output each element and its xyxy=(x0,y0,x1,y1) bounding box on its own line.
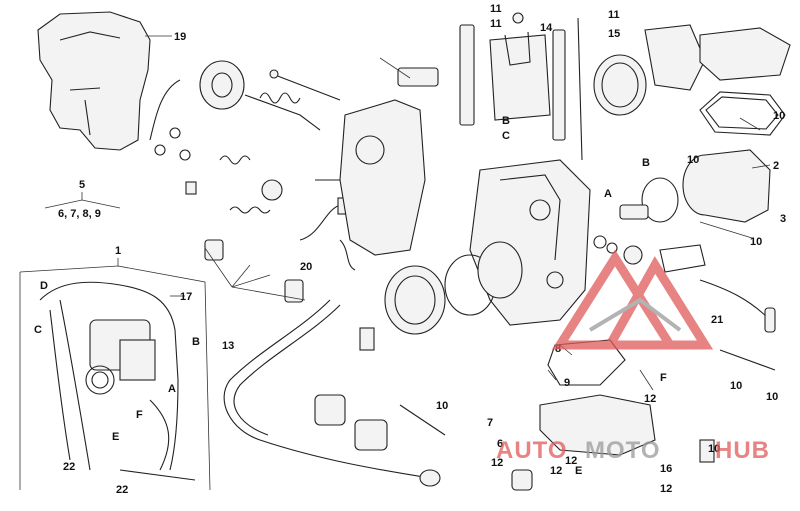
callout-C: C xyxy=(502,130,510,142)
throttle-spring-assembly xyxy=(149,60,321,141)
top-right-cover xyxy=(699,27,791,136)
callout-22: 22 xyxy=(63,461,75,473)
callout-10: 10 xyxy=(687,154,699,166)
callout-10: 10 xyxy=(730,380,742,392)
part-14-cover xyxy=(459,12,583,161)
callout-5: 5 xyxy=(79,179,85,191)
callout-11: 11 xyxy=(608,9,620,21)
watermark-text-hub: HUB xyxy=(715,437,770,464)
small-parts-left xyxy=(154,127,345,214)
cover-plate xyxy=(339,67,439,256)
callout-11: 11 xyxy=(490,3,502,15)
callout-6789: 6, 7, 8, 9 xyxy=(58,208,101,220)
callout-A: A xyxy=(604,188,612,200)
part-1-assembly-box xyxy=(19,258,211,491)
intake-rings xyxy=(384,24,706,335)
watermark-text-auto: AUTO xyxy=(496,437,568,464)
callout-17: 17 xyxy=(180,291,192,303)
callout-6: 6 xyxy=(497,438,503,450)
part-2-housing xyxy=(641,149,771,223)
choke-parts xyxy=(314,327,446,451)
callout-E: E xyxy=(112,431,119,443)
callout-A: A xyxy=(168,383,176,395)
callout-B: B xyxy=(502,115,510,127)
callout-2: 2 xyxy=(773,160,779,172)
callout-9: 9 xyxy=(564,377,570,389)
callout-12: 12 xyxy=(491,457,503,469)
callout-B: B xyxy=(192,336,200,348)
callout-12: 12 xyxy=(660,483,672,495)
callout-19: 19 xyxy=(174,31,186,43)
callout-21: 21 xyxy=(711,314,723,326)
callout-3: 3 xyxy=(780,213,786,225)
part-5-bracket xyxy=(44,192,121,209)
callout-16: 16 xyxy=(660,463,672,475)
callout-12: 12 xyxy=(644,393,656,405)
callout-12: 12 xyxy=(550,465,562,477)
callout-10: 10 xyxy=(750,236,762,248)
callout-D: D xyxy=(40,280,48,292)
long-bolt xyxy=(269,69,341,101)
throttle-cable xyxy=(204,239,441,487)
callout-14: 14 xyxy=(540,22,553,34)
callout-10: 10 xyxy=(708,443,720,455)
right-small-parts xyxy=(593,204,776,371)
callout-C: C xyxy=(34,324,42,336)
part-19-shroud xyxy=(37,11,172,151)
callout-15: 15 xyxy=(608,28,620,40)
callout-20: 20 xyxy=(300,261,312,273)
watermark-text-moto: MOTO xyxy=(585,437,661,464)
watermark-logo: AUTO MOTO HUB xyxy=(496,249,770,464)
carburetor-body xyxy=(469,159,591,326)
callout-10: 10 xyxy=(773,110,785,122)
callout-22: 22 xyxy=(116,484,128,496)
callout-E: E xyxy=(575,465,582,477)
callout-10: 10 xyxy=(766,391,778,403)
callout-1: 1 xyxy=(115,245,121,257)
callout-F: F xyxy=(660,372,667,384)
callout-10: 10 xyxy=(436,400,448,412)
callout-12: 12 xyxy=(565,455,577,467)
callout-11: 11 xyxy=(490,18,502,30)
callout-B: B xyxy=(642,157,650,169)
leader-lines xyxy=(204,57,771,391)
part-16-float-bowl xyxy=(511,339,715,491)
callout-labels: 11 11 14 11 15 19 5 6, 7, 8, 9 1 17 D C … xyxy=(34,3,786,496)
callout-F: F xyxy=(136,409,143,421)
callout-13: 13 xyxy=(222,340,234,352)
watermark-swoosh xyxy=(588,297,682,332)
callout-7: 7 xyxy=(487,417,493,429)
